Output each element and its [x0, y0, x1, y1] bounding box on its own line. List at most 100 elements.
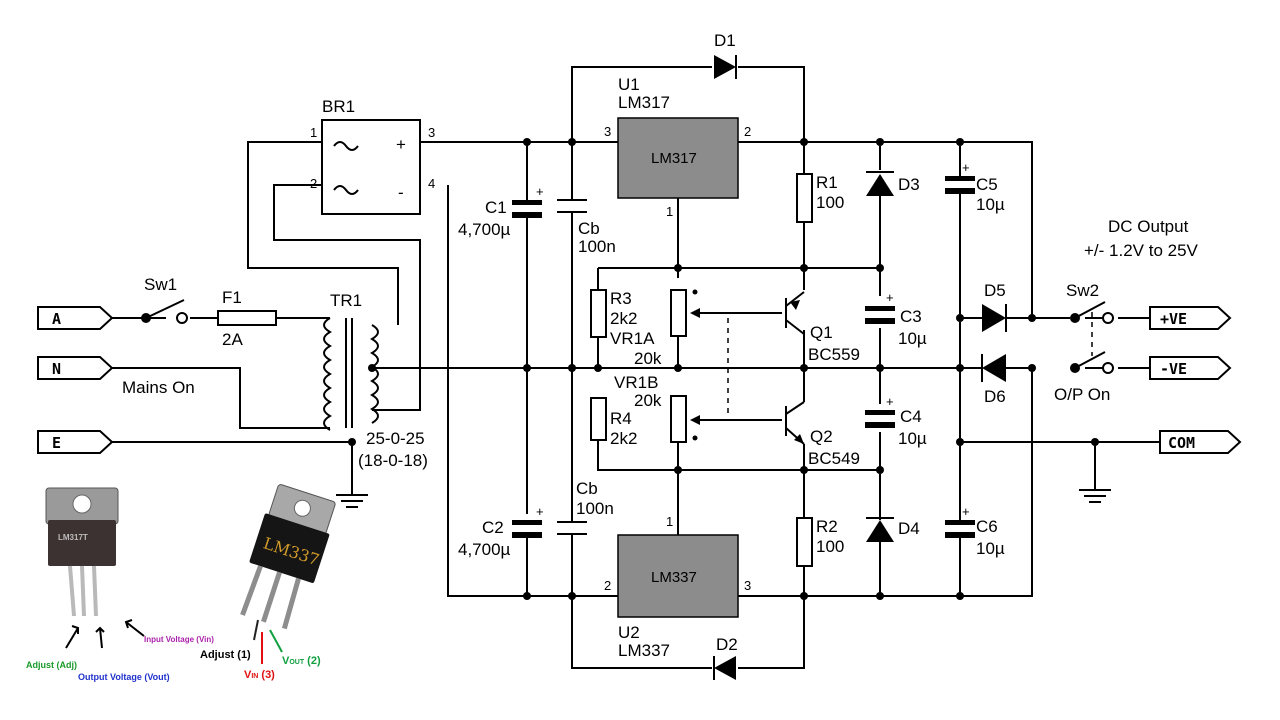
capacitor-c2: + C2 4,700µ [458, 504, 544, 559]
capacitor-c4: + C4 10µ [865, 394, 927, 448]
bridge-plus: + [396, 135, 406, 154]
lm317-vout-label: Output Voltage (Vout) [78, 672, 170, 682]
svg-text:A: A [52, 310, 61, 328]
q2-part: BC549 [808, 449, 860, 468]
r3-value: 2k2 [610, 309, 637, 328]
diode-d3: D3 [866, 171, 920, 196]
bridge-pin-2: 2 [310, 176, 317, 191]
bridge-pin-4: 4 [428, 176, 435, 191]
u2-ref: U2 [618, 623, 640, 642]
regulator-u1: U1 LM317 LM317 3 2 1 [604, 75, 751, 219]
lm337-package-icon: LM337 [240, 484, 336, 630]
cb-top-ref: Cb [578, 219, 600, 238]
r2-value: 100 [816, 537, 844, 556]
lm337-vin-pin: (3) [258, 669, 275, 681]
tr1-ref: TR1 [330, 291, 362, 310]
cb-top-value: 100n [578, 237, 616, 256]
c6-value: 10µ [976, 539, 1005, 558]
u1-body-label: LM317 [651, 150, 697, 167]
diode-d1: D1 [714, 31, 737, 79]
transistor-q1: Q1 BC559 [785, 291, 860, 364]
c2-ref: C2 [482, 518, 504, 537]
svg-text:VOUT (2): VOUT (2) [282, 655, 321, 667]
fuse-f1: F1 2A [217, 288, 277, 349]
c3-value: 10µ [898, 329, 927, 348]
svg-text:+: + [536, 504, 544, 519]
f1-ref: F1 [222, 288, 242, 307]
diode-d2: D2 [713, 635, 738, 680]
c5-value: 10µ [976, 195, 1005, 214]
capacitor-c5: + C5 10µ [945, 160, 1005, 214]
r4-value: 2k2 [610, 429, 637, 448]
u1-ref: U1 [618, 75, 640, 94]
r3-ref: R3 [610, 289, 632, 308]
diode-d4: D4 [866, 517, 920, 542]
lm337-pin-labels: Adjust (1) VIN (3) VOUT (2) [200, 619, 321, 681]
c5-ref: C5 [976, 175, 998, 194]
bridge-minus: - [398, 183, 404, 202]
bridge-pin-1: 1 [310, 125, 317, 140]
ground-com-icon [1079, 489, 1111, 503]
lm337-vin-label: V [244, 669, 252, 681]
terminal-a[interactable]: A [37, 306, 114, 330]
lm337-vout-label: V [282, 655, 290, 667]
junction-dots [348, 138, 1099, 600]
bridge-pin-3: 3 [428, 125, 435, 140]
vr1b-ref: VR1B [614, 373, 658, 392]
vr1b-value: 20k [634, 391, 662, 410]
u2-pin-adj: 1 [666, 514, 673, 529]
u1-pin-adj: 1 [666, 204, 673, 219]
f1-value: 2A [222, 330, 243, 349]
c4-value: 10µ [898, 429, 927, 448]
q1-part: BC559 [808, 345, 860, 364]
r4-ref: R4 [610, 409, 632, 428]
u1-pin-out: 2 [744, 124, 751, 139]
bridge-ref: BR1 [322, 97, 355, 116]
diode-d5: D5 [982, 281, 1007, 332]
resistor-r2: R2 100 [796, 517, 844, 567]
lm337-vout-sub: OUT [289, 659, 305, 666]
svg-text:-VE: -VE [1160, 360, 1187, 378]
c2-value: 4,700µ [458, 540, 511, 559]
svg-text:+: + [886, 394, 894, 409]
r1-value: 100 [816, 193, 844, 212]
output-range: +/- 1.2V to 25V [1084, 241, 1199, 260]
terminal-com[interactable]: COM [1159, 430, 1242, 454]
svg-text:+: + [536, 184, 544, 199]
sw1-label: Sw1 [144, 275, 177, 294]
svg-text:+VE: +VE [1160, 310, 1187, 328]
u1-pin-in: 3 [604, 124, 611, 139]
d6-label: D6 [984, 387, 1006, 406]
terminal-n[interactable]: N [37, 356, 114, 380]
diode-d6: D6 [981, 354, 1006, 406]
bridge-rectifier: BR1 1 2 3 4 + - [310, 97, 435, 215]
lm317-adj-label: Adjust (Adj) [26, 660, 77, 670]
resistor-r3: R3 2k2 [590, 289, 637, 338]
switch-sw1: Sw1 [141, 275, 188, 324]
svg-text:E: E [52, 434, 61, 452]
vr1a-ref: VR1A [610, 329, 655, 348]
ground-earth-icon [336, 494, 368, 508]
mains-on-label: Mains On [122, 378, 195, 397]
tr1-alt: (18-0-18) [358, 451, 428, 470]
u2-body-label: LM337 [651, 569, 697, 586]
terminal-pos[interactable]: +VE [1149, 306, 1232, 330]
terminal-e[interactable]: E [37, 430, 114, 454]
capacitor-c6: + C6 10µ [945, 504, 1005, 558]
tr1-ratio: 25-0-25 [366, 429, 425, 448]
capacitor-c3: + C3 10µ [865, 290, 927, 348]
svg-text:+: + [962, 504, 970, 519]
d3-label: D3 [898, 175, 920, 194]
c3-ref: C3 [900, 307, 922, 326]
sw2-label: Sw2 [1066, 281, 1099, 300]
d4-label: D4 [898, 519, 920, 538]
c4-ref: C4 [900, 407, 922, 426]
resistor-r1: R1 100 [796, 173, 844, 223]
output-title: DC Output [1108, 217, 1189, 236]
potentiometer-vr1b: VR1B 20k [614, 373, 782, 443]
r2-ref: R2 [816, 517, 838, 536]
vr1a-value: 20k [634, 349, 662, 368]
terminal-neg[interactable]: -VE [1149, 356, 1232, 380]
svg-text:+: + [962, 160, 970, 175]
